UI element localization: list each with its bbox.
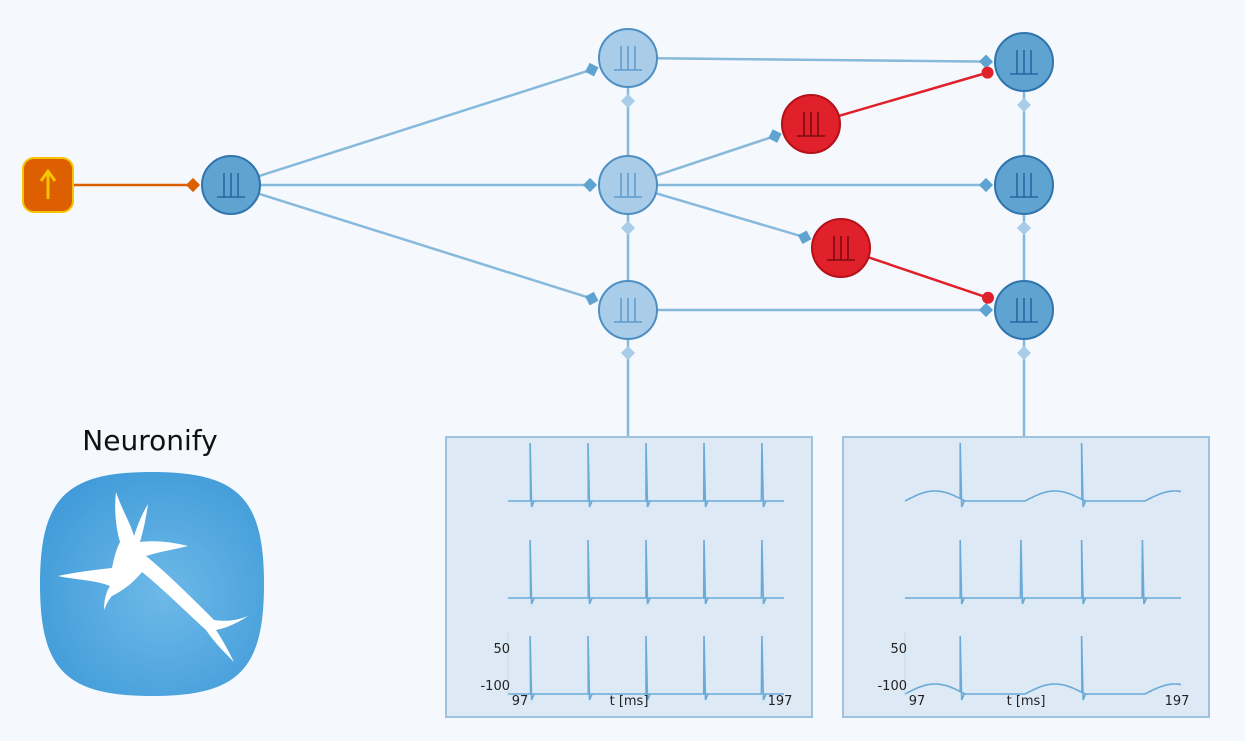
inhibitory-terminal-dot <box>981 66 994 79</box>
edge-input-to-l1-top[interactable] <box>258 62 599 178</box>
voltage-trace-top <box>904 442 1182 508</box>
y-axis-bottom-label: -100 <box>480 679 510 694</box>
neuron-generator[interactable] <box>22 157 74 213</box>
voltmeter-wire-right <box>1016 91 1032 437</box>
spike-train-icon <box>797 112 825 137</box>
voltage-trace-middle <box>905 539 1181 605</box>
edge-l1-mid-to-r-mid[interactable] <box>657 177 994 193</box>
y-axis-bottom-label: -100 <box>877 679 907 694</box>
edge-l1-top-to-r-top[interactable] <box>656 54 994 69</box>
excitatory-terminal-diamond <box>978 302 994 318</box>
spike-train-icon <box>1010 50 1038 75</box>
probe-diamond <box>1016 97 1032 113</box>
spike-train-icon <box>1010 298 1038 323</box>
x-axis-label: t [ms] <box>610 694 649 709</box>
excitatory-terminal-diamond <box>978 54 994 69</box>
spike-train-icon <box>614 173 642 198</box>
probe-diamond <box>1016 220 1032 236</box>
probe-diamond <box>620 93 636 109</box>
nodes-layer <box>22 28 1054 340</box>
neuron-r-bot[interactable] <box>994 280 1054 340</box>
edges-layer <box>74 54 995 318</box>
spike-train-icon <box>1010 173 1038 198</box>
y-axis-top-label: 50 <box>890 642 907 657</box>
spike-train-icon <box>614 46 642 71</box>
voltmeter-wire-left <box>620 87 636 437</box>
probe-diamond <box>620 345 636 361</box>
edge-input-to-l1-mid[interactable] <box>260 177 598 193</box>
spike-train-icon <box>217 173 245 198</box>
excitatory-terminal-diamond <box>585 291 599 306</box>
edge-l1-bot-to-r-bot[interactable] <box>657 302 994 318</box>
voltage-trace-bottom <box>904 635 1182 701</box>
edge-l1-mid-to-inh-bot[interactable] <box>655 192 812 245</box>
neuron-r-mid[interactable] <box>994 155 1054 215</box>
excitatory-terminal-diamond <box>585 62 599 77</box>
probe-diamond <box>620 220 636 236</box>
neuron-r-top[interactable] <box>994 32 1054 92</box>
x-axis-start-label: 97 <box>909 694 926 709</box>
neuron-l1-mid[interactable] <box>598 155 658 215</box>
x-axis-end-label: 197 <box>1165 694 1190 709</box>
neuron-icon <box>40 472 264 696</box>
voltage-trace-bottom <box>508 635 784 701</box>
excitatory-terminal-diamond <box>185 177 201 193</box>
x-axis-start-label: 97 <box>512 694 529 709</box>
probe-diamond <box>1016 345 1032 361</box>
neuron-inh-bot[interactable] <box>811 218 871 278</box>
x-axis-end-label: 197 <box>768 694 793 709</box>
spike-train-icon <box>614 298 642 323</box>
voltage-trace-top <box>508 442 784 508</box>
neuron-l1-top[interactable] <box>598 28 658 88</box>
y-axis-top-label: 50 <box>493 642 510 657</box>
neuron-l1-bot[interactable] <box>598 280 658 340</box>
voltmeter-wires <box>620 87 1032 437</box>
excitatory-terminal-diamond <box>797 230 812 245</box>
neuron-inh-top[interactable] <box>781 94 841 154</box>
edge-inh-top-to-r-top[interactable] <box>838 66 994 118</box>
x-axis-label: t [ms] <box>1007 694 1046 709</box>
spike-train-icon <box>827 236 855 261</box>
excitatory-terminal-diamond <box>582 177 598 193</box>
excitatory-terminal-diamond <box>978 177 994 193</box>
app-title: Neuronify <box>82 424 218 457</box>
inhibitory-terminal-dot <box>982 291 995 304</box>
up-arrow-icon <box>39 169 57 199</box>
excitatory-terminal-diamond <box>768 129 782 143</box>
edge-input-to-l1-bot[interactable] <box>258 192 599 306</box>
neuron-input[interactable] <box>201 155 261 215</box>
edge-l1-mid-to-inh-top[interactable] <box>655 129 782 178</box>
edge-generator-to-input[interactable] <box>74 177 201 193</box>
voltage-trace-middle <box>508 539 784 605</box>
edge-inh-bot-to-r-bot[interactable] <box>868 256 995 304</box>
